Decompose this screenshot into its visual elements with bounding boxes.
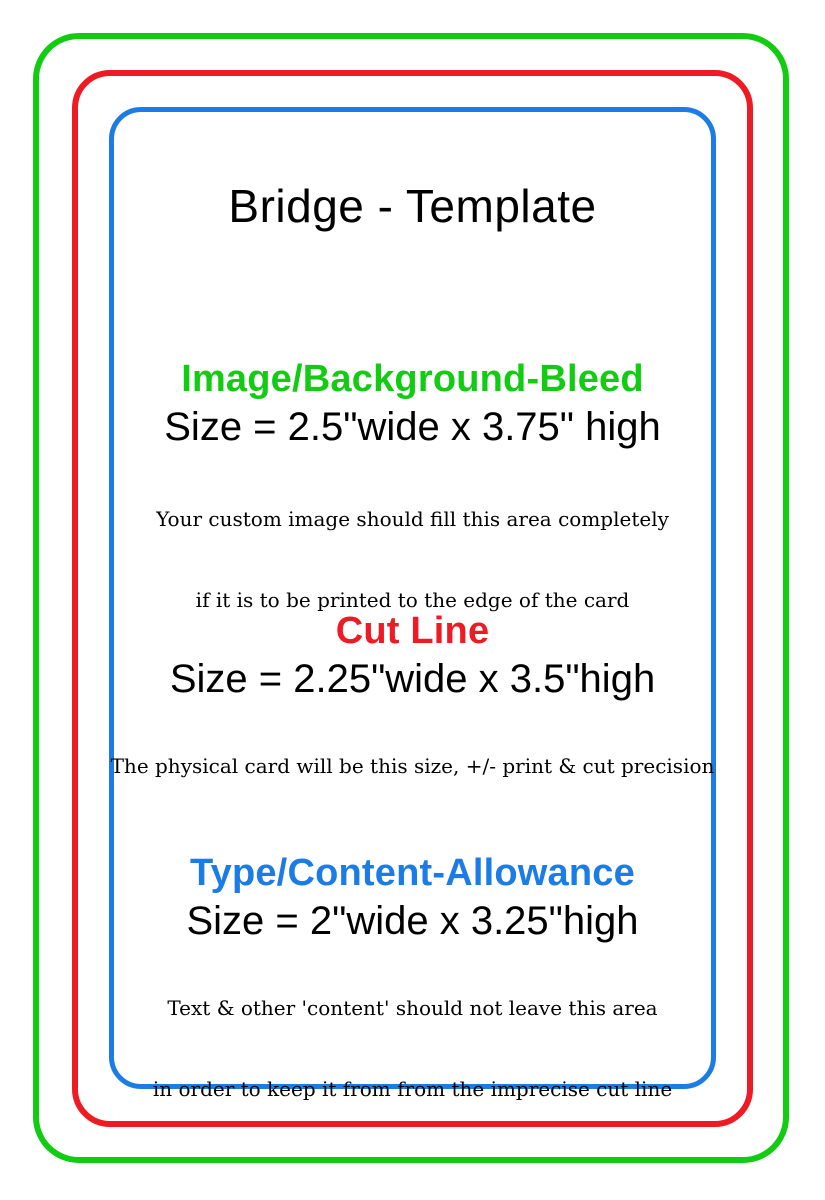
cut-note-text: The physical card will be this size, +/-… [0,699,825,834]
content-note-line-1: Text & other 'content' should not leave … [167,996,658,1020]
content-note-text: Text & other 'content' should not leave … [0,941,825,1157]
bleed-section-heading: Image/Background-Bleed [181,358,644,400]
cut-line-frame-outline [72,70,753,1127]
cut-section-heading: Cut Line [335,610,490,652]
page-title: Bridge - Template [228,180,597,232]
bleed-note-text: Your custom image should fill this area … [0,452,825,668]
bleed-note-line-1: Your custom image should fill this area … [156,507,669,531]
content-section-heading: Type/Content-Allowance [190,852,635,894]
content-frame-outline [109,107,716,1089]
bleed-size-text: Size = 2.5"wide x 3.75" high [164,405,661,449]
cut-size-text: Size = 2.25"wide x 3.5"high [169,657,656,701]
cut-note-line-1: The physical card will be this size, +/-… [110,754,715,778]
content-note-line-2: in order to keep it from from the imprec… [152,1077,673,1101]
bleed-frame-outline [33,33,789,1163]
content-size-text: Size = 2"wide x 3.25"high [186,899,639,943]
bleed-note-line-2: if it is to be printed to the edge of th… [195,588,630,612]
